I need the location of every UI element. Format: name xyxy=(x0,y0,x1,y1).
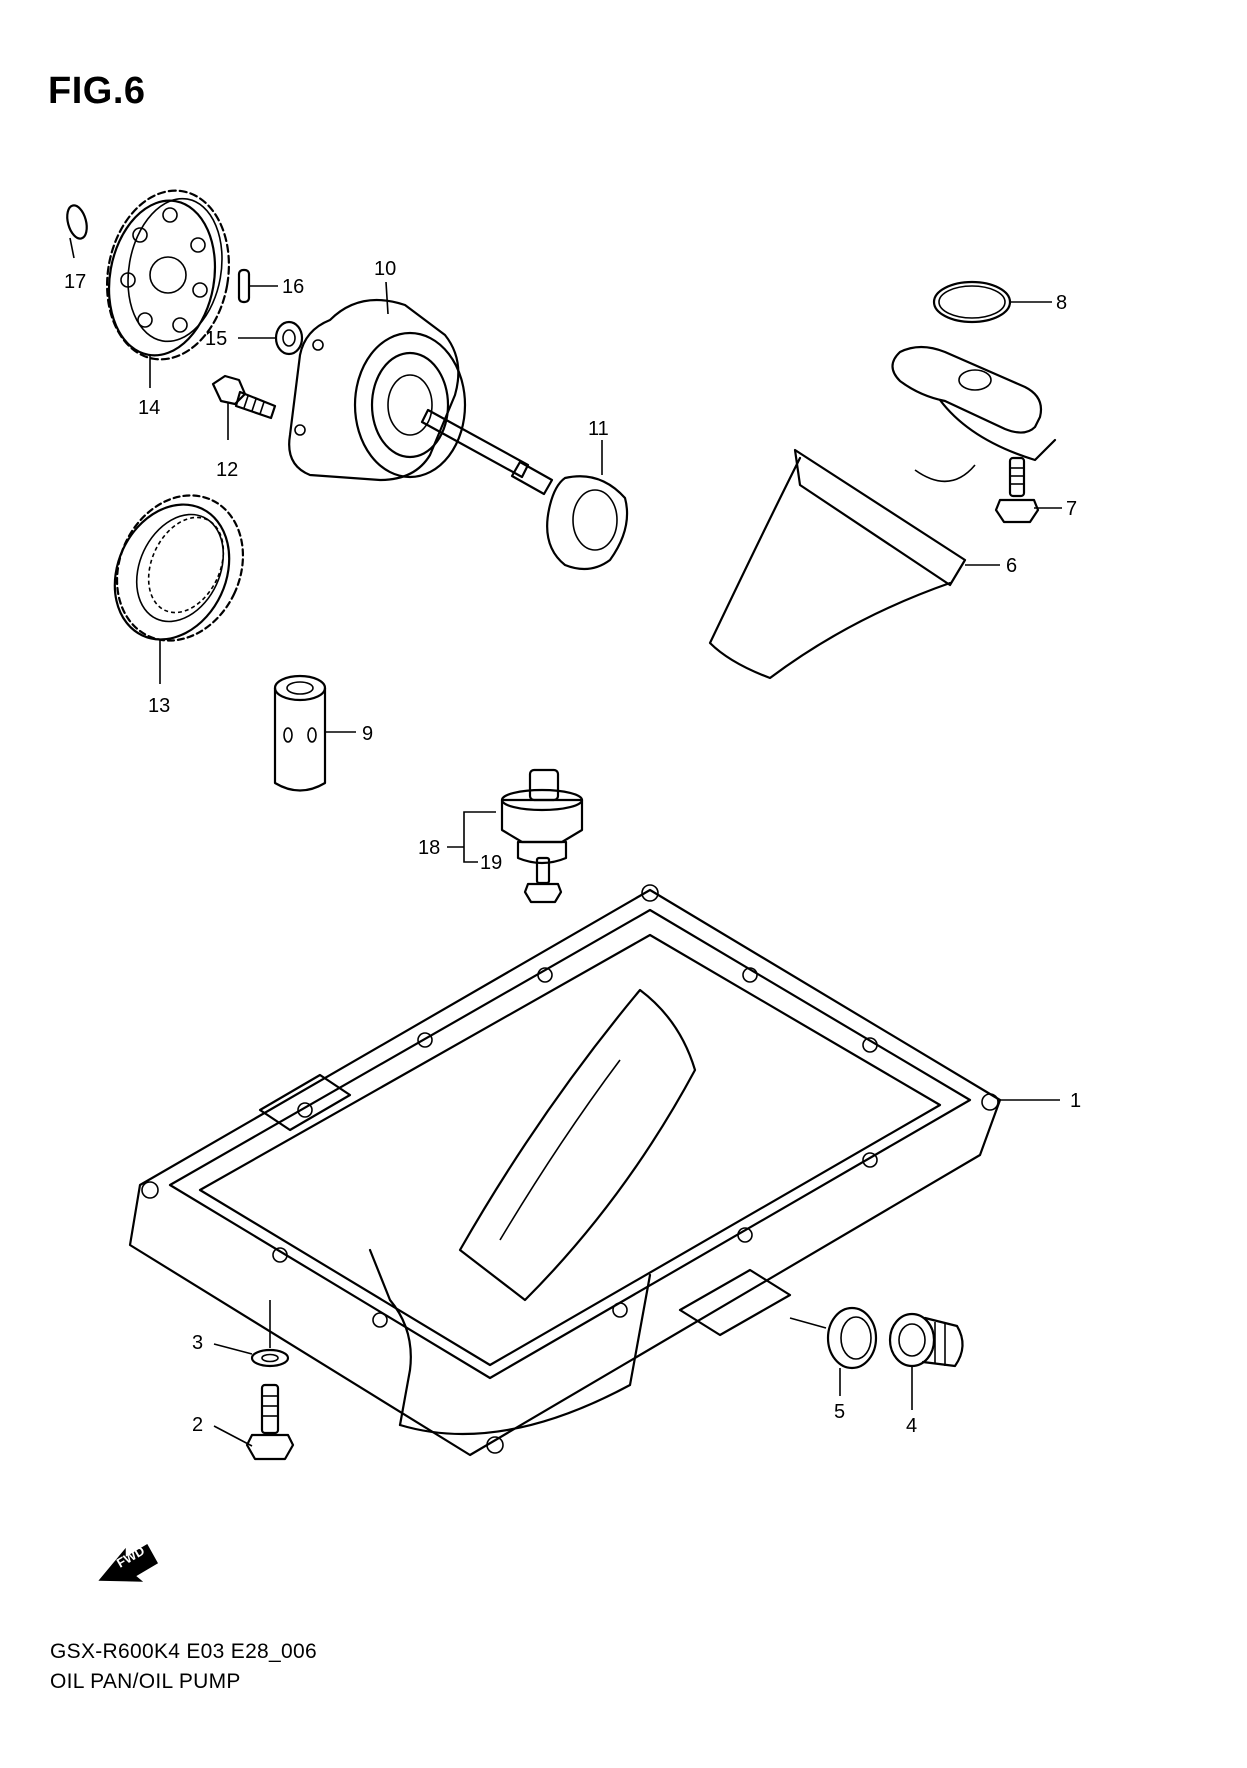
callout-8: 8 xyxy=(1056,292,1067,314)
leader-lines xyxy=(69,237,1062,1447)
page-title: FIG.6 xyxy=(48,70,146,112)
pump-gasket-part xyxy=(546,475,629,571)
drain-plug-part xyxy=(888,1312,964,1368)
switch-bolt-part xyxy=(523,856,563,904)
bolt-part xyxy=(211,374,277,420)
oil-strainer-part xyxy=(708,345,1057,680)
pan-bolt-part xyxy=(245,1383,295,1461)
callout-5: 5 xyxy=(834,1401,845,1423)
callout-labels: 17 16 15 10 14 12 11 8 7 6 13 9 18 19 1 … xyxy=(64,258,1081,1437)
callout-18: 18 xyxy=(418,837,440,859)
callout-1: 1 xyxy=(1070,1090,1081,1112)
callout-12: 12 xyxy=(216,459,238,481)
callout-9: 9 xyxy=(362,723,373,745)
drain-gasket-part xyxy=(826,1306,878,1370)
callout-4: 4 xyxy=(906,1415,917,1437)
washer-part xyxy=(274,320,304,356)
callout-11: 11 xyxy=(588,418,609,440)
callout-2: 2 xyxy=(192,1414,203,1436)
strainer-bolt-part xyxy=(994,456,1040,524)
callout-14: 14 xyxy=(138,397,160,419)
forward-direction-arrow-icon: FWD xyxy=(98,1543,159,1582)
pin-part xyxy=(237,268,251,304)
callout-19: 19 xyxy=(480,852,502,874)
o-ring-part xyxy=(932,280,1012,324)
sleeve-part xyxy=(273,674,327,792)
circlip-part xyxy=(66,204,88,240)
callout-3: 3 xyxy=(192,1332,203,1354)
callout-7: 7 xyxy=(1066,498,1077,520)
callout-17: 17 xyxy=(64,271,86,293)
callout-13: 13 xyxy=(148,695,170,717)
oil-pump-part xyxy=(288,298,554,496)
callout-10: 10 xyxy=(374,258,396,280)
callout-15: 15 xyxy=(205,328,227,350)
oil-pressure-switch-part xyxy=(500,768,584,865)
callout-6: 6 xyxy=(1006,555,1017,577)
callout-16: 16 xyxy=(282,276,304,298)
oil-pan-part xyxy=(128,884,1002,1457)
driven-gear-part xyxy=(105,189,231,361)
section-name: OIL PAN/OIL PUMP xyxy=(50,1670,241,1693)
drain-washer-part xyxy=(250,1348,290,1368)
ring-gear-part xyxy=(113,494,245,642)
model-code: GSX-R600K4 E03 E28_006 xyxy=(50,1640,317,1663)
